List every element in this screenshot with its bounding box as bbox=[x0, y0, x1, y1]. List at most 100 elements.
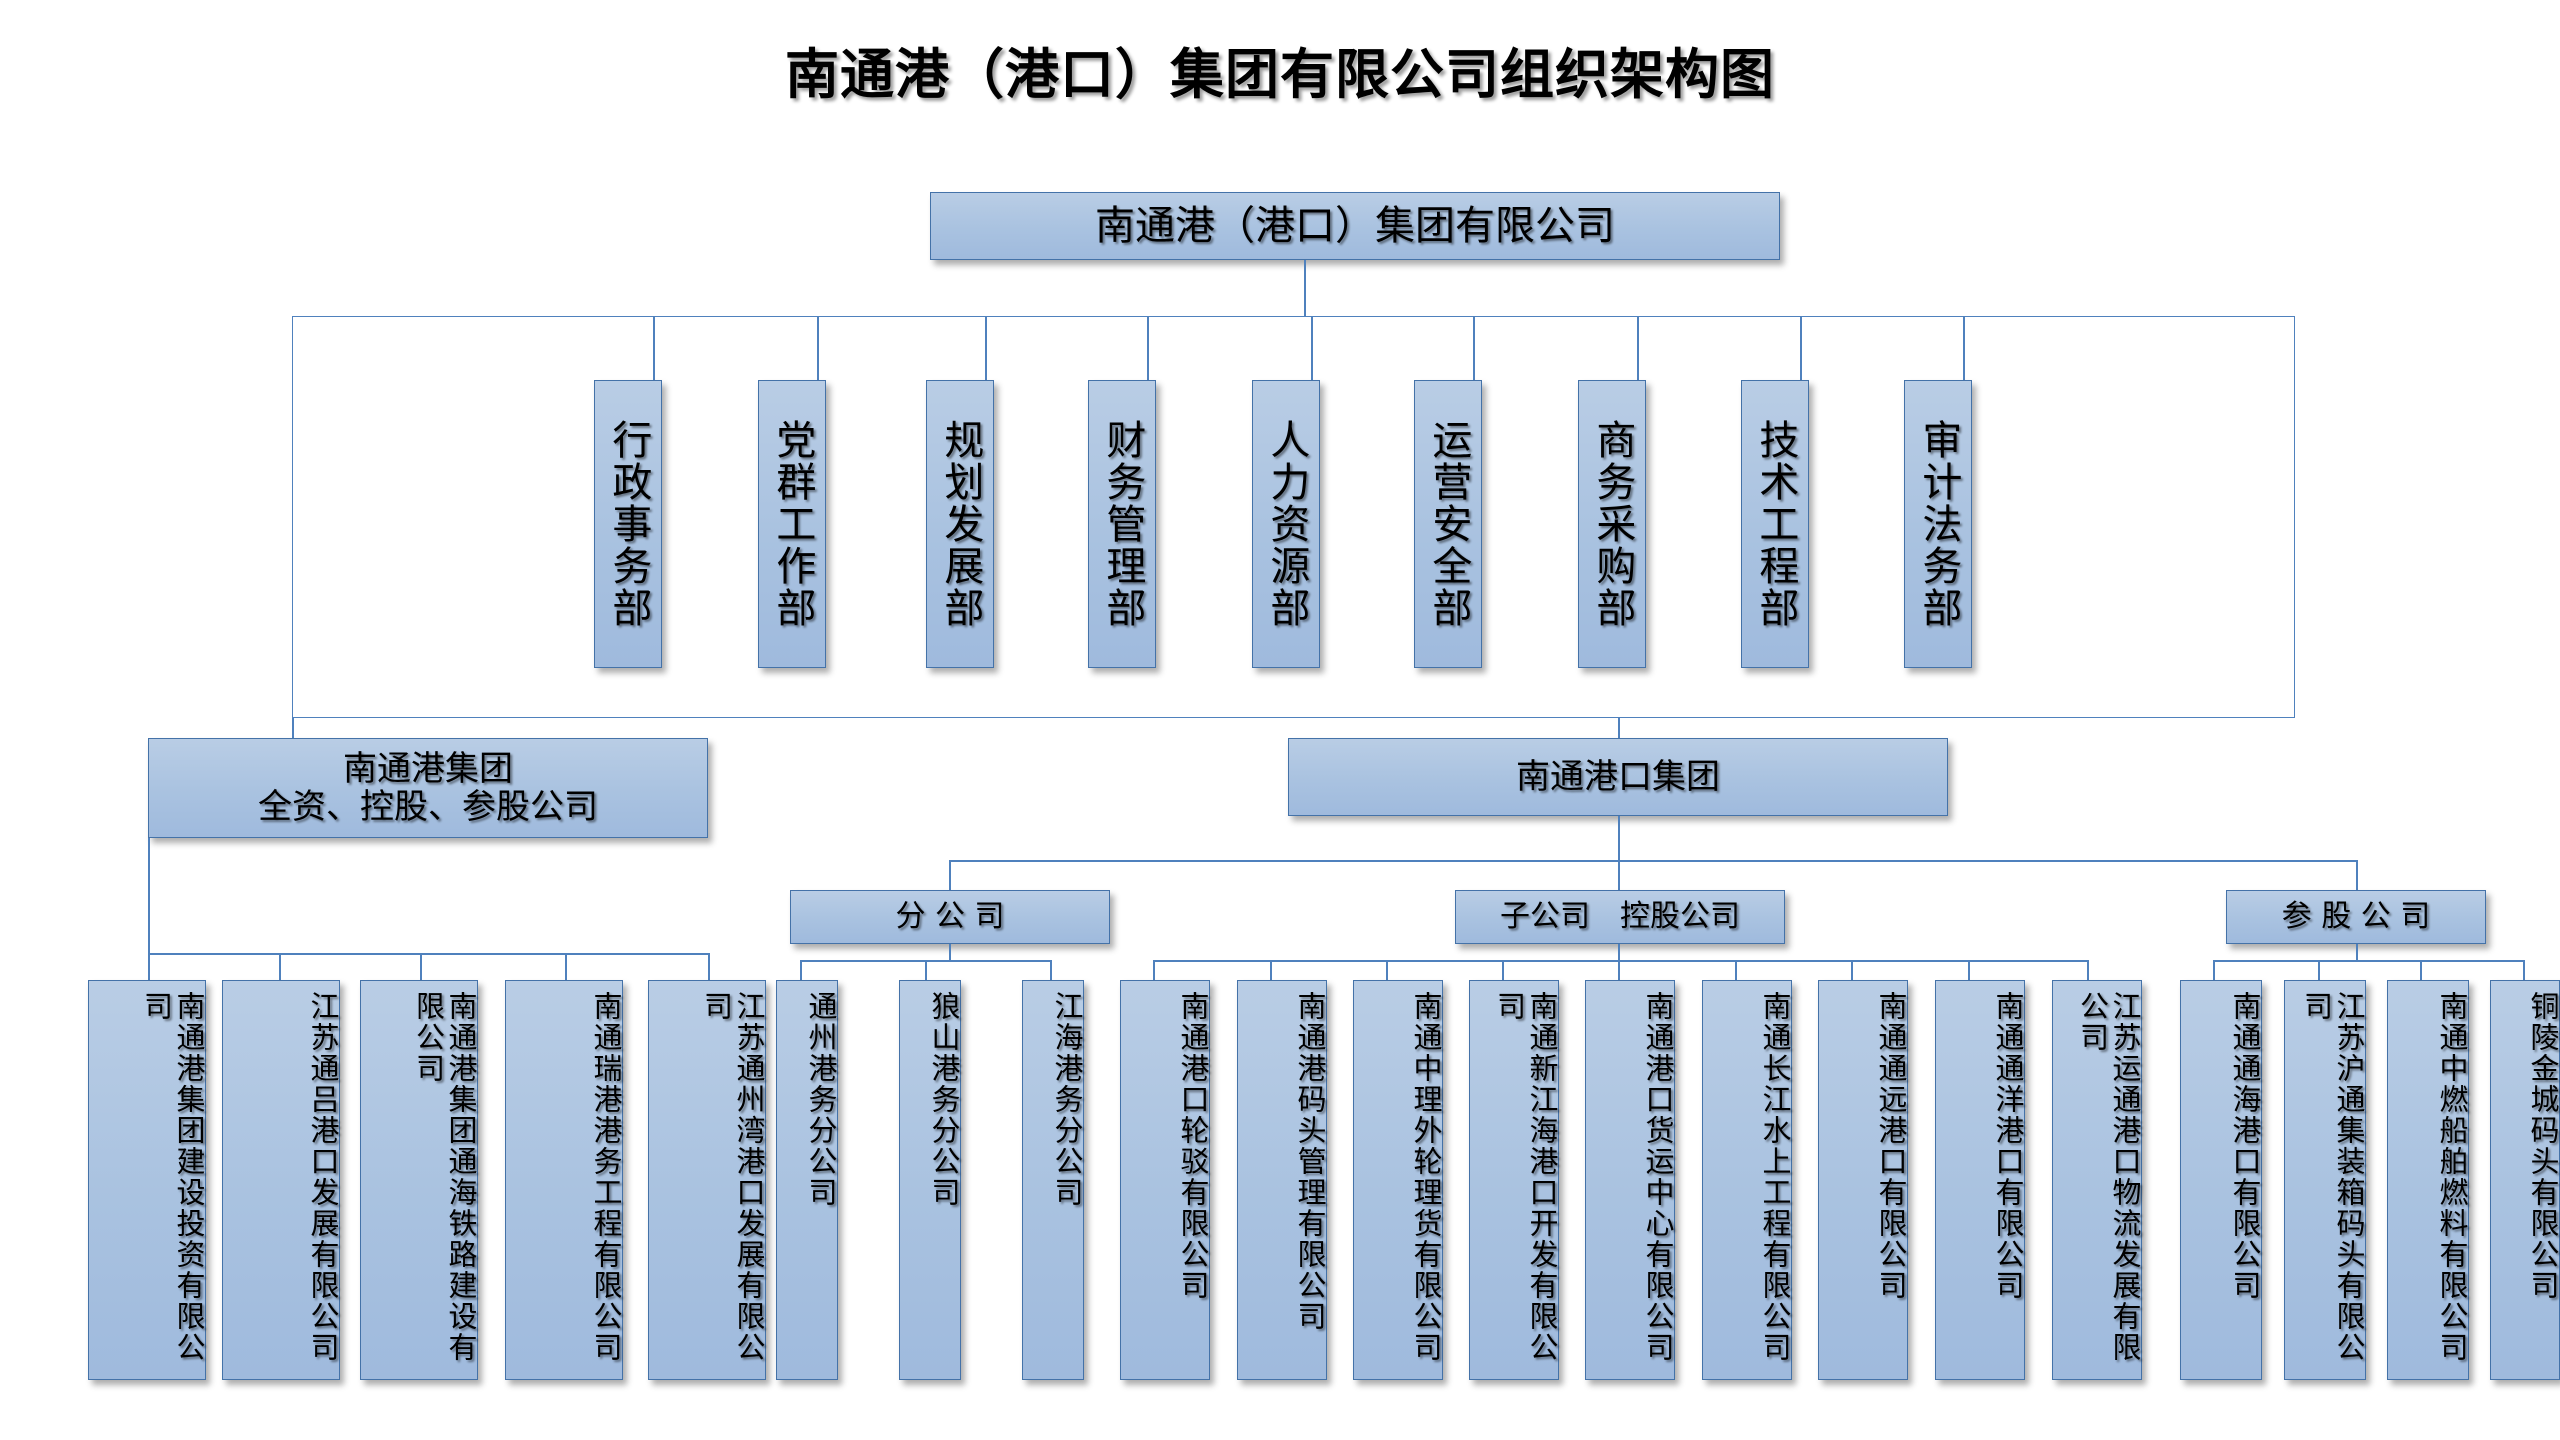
group-right-label: 南通港口集团 bbox=[1516, 756, 1720, 797]
connector-controlled-drop-5 bbox=[1618, 960, 1620, 980]
controlled-node-1[interactable]: 南通港口轮驳有限公司 bbox=[1120, 980, 1210, 1380]
equity-node-2[interactable]: 江苏沪通集装箱码头有限公司 bbox=[2284, 980, 2366, 1380]
branch-label-3: 江海港务分公司 bbox=[1050, 991, 1084, 1208]
controlled-label-4: 南通新江海港口开发有限公司 bbox=[1492, 991, 1559, 1363]
department-node-5[interactable]: 人力资源部 bbox=[1252, 380, 1320, 668]
department-label-3: 规划发展部 bbox=[937, 419, 984, 629]
left-subsidiary-label-3: 南通港集团通海铁路建设有限公司 bbox=[411, 991, 478, 1363]
equity-node-4[interactable]: 铜陵金城码头有限公司 bbox=[2490, 980, 2560, 1380]
root-node-label: 南通港（港口）集团有限公司 bbox=[1095, 202, 1615, 249]
branch-label-1: 通州港务分公司 bbox=[804, 991, 838, 1208]
connector-left-bus bbox=[148, 953, 708, 955]
controlled-node-3[interactable]: 南通中理外轮理货有限公司 bbox=[1353, 980, 1443, 1380]
category-node-equity[interactable]: 参 股 公 司 bbox=[2226, 890, 2486, 944]
root-node[interactable]: 南通港（港口）集团有限公司 bbox=[930, 192, 1780, 260]
connector-dept-stem-8 bbox=[1800, 316, 1802, 380]
department-node-7[interactable]: 商务采购部 bbox=[1578, 380, 1646, 668]
connector-left-drop-3 bbox=[420, 953, 422, 980]
controlled-label-6: 南通长江水上工程有限公司 bbox=[1758, 991, 1792, 1363]
connector-left-drop-1 bbox=[148, 953, 150, 980]
controlled-node-7[interactable]: 南通通远港口有限公司 bbox=[1818, 980, 1908, 1380]
branch-node-1[interactable]: 通州港务分公司 bbox=[776, 980, 838, 1380]
department-node-9[interactable]: 审计法务部 bbox=[1904, 380, 1972, 668]
connector-controlled-drop-2 bbox=[1270, 960, 1272, 980]
connector-right-bus bbox=[949, 860, 2356, 862]
group-left-line1: 南通港集团 bbox=[343, 748, 513, 789]
branch-node-3[interactable]: 江海港务分公司 bbox=[1022, 980, 1084, 1380]
department-label-2: 党群工作部 bbox=[769, 419, 816, 629]
connector-category-drop-2 bbox=[1618, 860, 1620, 890]
connector-right-group-drop bbox=[1618, 718, 1620, 738]
connector-controlled-drop-3 bbox=[1386, 960, 1388, 980]
department-label-1: 行政事务部 bbox=[605, 419, 652, 629]
connector-controlled-stem bbox=[1618, 944, 1620, 960]
connector-dept-stem-7 bbox=[1637, 316, 1639, 380]
connector-dept-stem-2 bbox=[817, 316, 819, 380]
connector-controlled-drop-1 bbox=[1153, 960, 1155, 980]
left-subsidiary-node-3[interactable]: 南通港集团通海铁路建设有限公司 bbox=[360, 980, 478, 1380]
connector-equity-stem bbox=[2356, 944, 2358, 960]
controlled-node-8[interactable]: 南通通洋港口有限公司 bbox=[1935, 980, 2025, 1380]
group-node-left[interactable]: 南通港集团 全资、控股、参股公司 bbox=[148, 738, 708, 838]
connector-controlled-drop-9 bbox=[2087, 960, 2089, 980]
controlled-label-5: 南通港口货运中心有限公司 bbox=[1641, 991, 1675, 1363]
group-node-right[interactable]: 南通港口集团 bbox=[1288, 738, 1948, 816]
left-subsidiary-node-5[interactable]: 江苏通州湾港口发展有限公司 bbox=[648, 980, 766, 1380]
controlled-node-9[interactable]: 江苏运通港口物流发展有限公司 bbox=[2052, 980, 2142, 1380]
left-subsidiary-label-5: 江苏通州湾港口发展有限公司 bbox=[699, 991, 766, 1363]
left-subsidiary-node-1[interactable]: 南通港集团建设投资有限公司 bbox=[88, 980, 206, 1380]
controlled-label-1: 南通港口轮驳有限公司 bbox=[1176, 991, 1210, 1301]
controlled-node-6[interactable]: 南通长江水上工程有限公司 bbox=[1702, 980, 1792, 1380]
branch-node-2[interactable]: 狼山港务分公司 bbox=[899, 980, 961, 1380]
connector-controlled-drop-7 bbox=[1851, 960, 1853, 980]
department-node-8[interactable]: 技术工程部 bbox=[1741, 380, 1809, 668]
category-label-controlled: 子公司 控股公司 bbox=[1500, 899, 1740, 935]
connector-bus-frame bbox=[292, 316, 2295, 718]
left-subsidiary-node-4[interactable]: 南通瑞港港务工程有限公司 bbox=[505, 980, 623, 1380]
connector-branch-drop-3 bbox=[1050, 960, 1052, 980]
department-node-4[interactable]: 财务管理部 bbox=[1088, 380, 1156, 668]
connector-dept-stem-5 bbox=[1311, 316, 1313, 380]
group-left-line2: 全资、控股、参股公司 bbox=[258, 787, 598, 827]
department-label-4: 财务管理部 bbox=[1099, 419, 1146, 629]
left-subsidiary-node-2[interactable]: 江苏通吕港口发展有限公司 bbox=[222, 980, 340, 1380]
left-subsidiary-label-2: 江苏通吕港口发展有限公司 bbox=[306, 991, 340, 1363]
connector-left-group-drop bbox=[292, 718, 294, 738]
connector-equity-drop-1 bbox=[2213, 960, 2215, 980]
connector-equity-bus bbox=[2213, 960, 2524, 962]
equity-label-2: 江苏沪通集装箱码头有限公司 bbox=[2299, 991, 2366, 1363]
category-label-equity: 参 股 公 司 bbox=[2281, 899, 2431, 935]
connector-right-stem bbox=[1618, 816, 1620, 860]
controlled-node-4[interactable]: 南通新江海港口开发有限公司 bbox=[1469, 980, 1559, 1380]
connector-left-stem bbox=[148, 838, 150, 953]
connector-category-drop-3 bbox=[2356, 860, 2358, 890]
controlled-label-9: 江苏运通港口物流发展有限公司 bbox=[2075, 991, 2142, 1363]
equity-node-1[interactable]: 南通通海港口有限公司 bbox=[2180, 980, 2262, 1380]
connector-dept-stem-4 bbox=[1147, 316, 1149, 380]
connector-dept-stem-1 bbox=[653, 316, 655, 380]
category-node-controlled[interactable]: 子公司 控股公司 bbox=[1455, 890, 1785, 944]
department-label-5: 人力资源部 bbox=[1263, 419, 1310, 629]
connector-branch-stem bbox=[949, 944, 951, 960]
connector-left-drop-4 bbox=[565, 953, 567, 980]
connector-equity-drop-3 bbox=[2420, 960, 2422, 980]
controlled-label-2: 南通港码头管理有限公司 bbox=[1293, 991, 1327, 1332]
connector-left-drop-2 bbox=[279, 953, 281, 980]
department-label-6: 运营安全部 bbox=[1425, 419, 1472, 629]
category-node-branch[interactable]: 分 公 司 bbox=[790, 890, 1110, 944]
left-subsidiary-label-4: 南通瑞港港务工程有限公司 bbox=[589, 991, 623, 1363]
department-node-6[interactable]: 运营安全部 bbox=[1414, 380, 1482, 668]
department-node-1[interactable]: 行政事务部 bbox=[594, 380, 662, 668]
controlled-node-2[interactable]: 南通港码头管理有限公司 bbox=[1237, 980, 1327, 1380]
department-node-3[interactable]: 规划发展部 bbox=[926, 380, 994, 668]
left-subsidiary-label-1: 南通港集团建设投资有限公司 bbox=[139, 991, 206, 1363]
connector-branch-drop-1 bbox=[800, 960, 802, 980]
connector-category-drop-1 bbox=[949, 860, 951, 890]
equity-node-3[interactable]: 南通中燃船舶燃料有限公司 bbox=[2387, 980, 2469, 1380]
connector-controlled-drop-4 bbox=[1502, 960, 1504, 980]
connector-controlled-bus bbox=[1153, 960, 2087, 962]
department-label-7: 商务采购部 bbox=[1589, 419, 1636, 629]
department-node-2[interactable]: 党群工作部 bbox=[758, 380, 826, 668]
controlled-node-5[interactable]: 南通港口货运中心有限公司 bbox=[1585, 980, 1675, 1380]
page-title: 南通港（港口）集团有限公司组织架构图 bbox=[785, 43, 1775, 106]
